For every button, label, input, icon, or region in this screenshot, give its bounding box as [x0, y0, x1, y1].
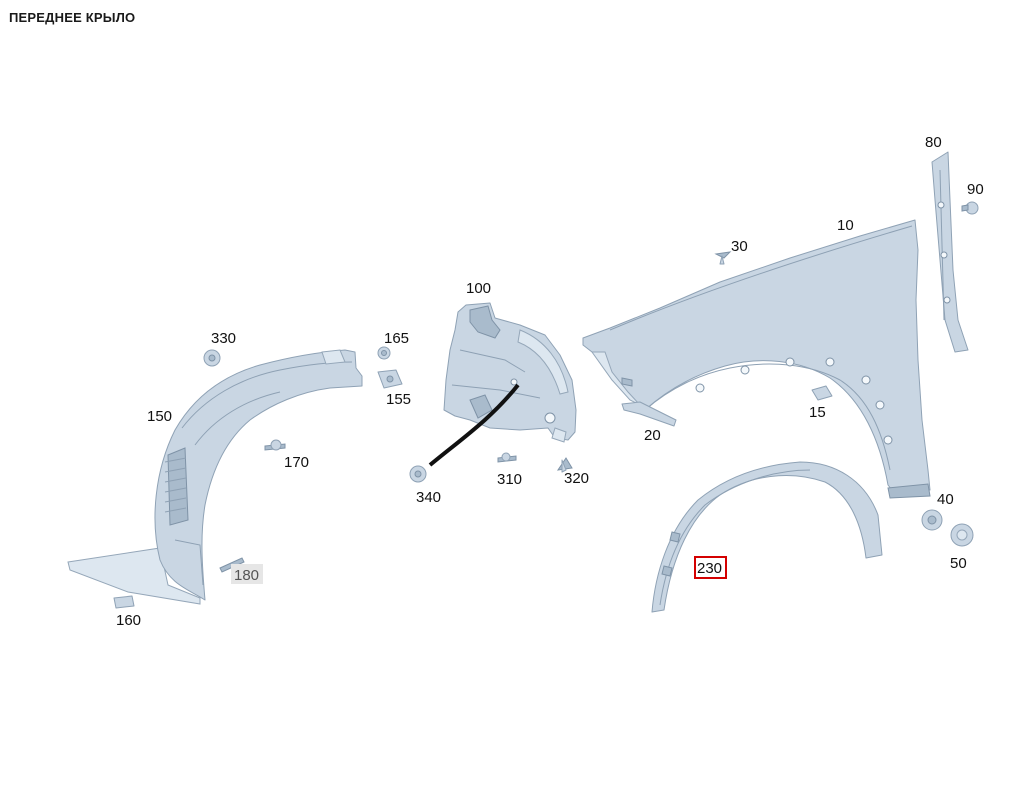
- part-90-screw[interactable]: [961, 201, 979, 215]
- callout-165[interactable]: 165: [384, 330, 409, 347]
- callout-90[interactable]: 90: [967, 181, 984, 198]
- assembly-arrow: [428, 383, 520, 467]
- callout-230-selected-box: [694, 556, 727, 579]
- page-title: ПЕРЕДНЕЕ КРЫЛО: [9, 10, 136, 25]
- part-155-clip-nut[interactable]: [377, 369, 403, 389]
- callout-340[interactable]: 340: [416, 489, 441, 506]
- callout-50[interactable]: 50: [950, 555, 967, 572]
- callout-330[interactable]: 330: [211, 330, 236, 347]
- callout-10[interactable]: 10: [837, 217, 854, 234]
- part-50-cap[interactable]: [950, 523, 974, 547]
- callout-180[interactable]: 180: [234, 567, 259, 584]
- part-40-nut[interactable]: [921, 509, 943, 531]
- part-320-clip[interactable]: [556, 457, 573, 473]
- callout-155[interactable]: 155: [386, 391, 411, 408]
- part-80-vertical-bracket[interactable]: [931, 151, 969, 353]
- part-165-clip[interactable]: [377, 346, 391, 360]
- callout-160[interactable]: 160: [116, 612, 141, 629]
- callout-100[interactable]: 100: [466, 280, 491, 297]
- part-20-bracket[interactable]: [621, 401, 677, 427]
- callout-30[interactable]: 30: [731, 238, 748, 255]
- part-160-clip[interactable]: [113, 595, 135, 609]
- part-30-clip[interactable]: [714, 251, 732, 265]
- part-10-front-fender[interactable]: [582, 219, 931, 499]
- callout-180-background: [231, 564, 263, 584]
- part-340-nut[interactable]: [409, 465, 427, 483]
- callout-320[interactable]: 320: [564, 470, 589, 487]
- callout-40[interactable]: 40: [937, 491, 954, 508]
- part-170-screw[interactable]: [264, 439, 286, 451]
- callout-230[interactable]: 230: [697, 560, 722, 577]
- part-230-wheel-arch-trim[interactable]: [651, 461, 883, 613]
- part-150-wheel-arch-liner[interactable]: [67, 349, 363, 605]
- part-330-nut[interactable]: [203, 349, 221, 367]
- callout-150[interactable]: 150: [147, 408, 172, 425]
- callout-170[interactable]: 170: [284, 454, 309, 471]
- callout-310[interactable]: 310: [497, 471, 522, 488]
- callout-80[interactable]: 80: [925, 134, 942, 151]
- callout-20[interactable]: 20: [644, 427, 661, 444]
- part-15-clip[interactable]: [811, 385, 833, 401]
- callout-15[interactable]: 15: [809, 404, 826, 421]
- part-100-inner-panel[interactable]: [443, 302, 577, 443]
- part-310-screw[interactable]: [497, 452, 517, 463]
